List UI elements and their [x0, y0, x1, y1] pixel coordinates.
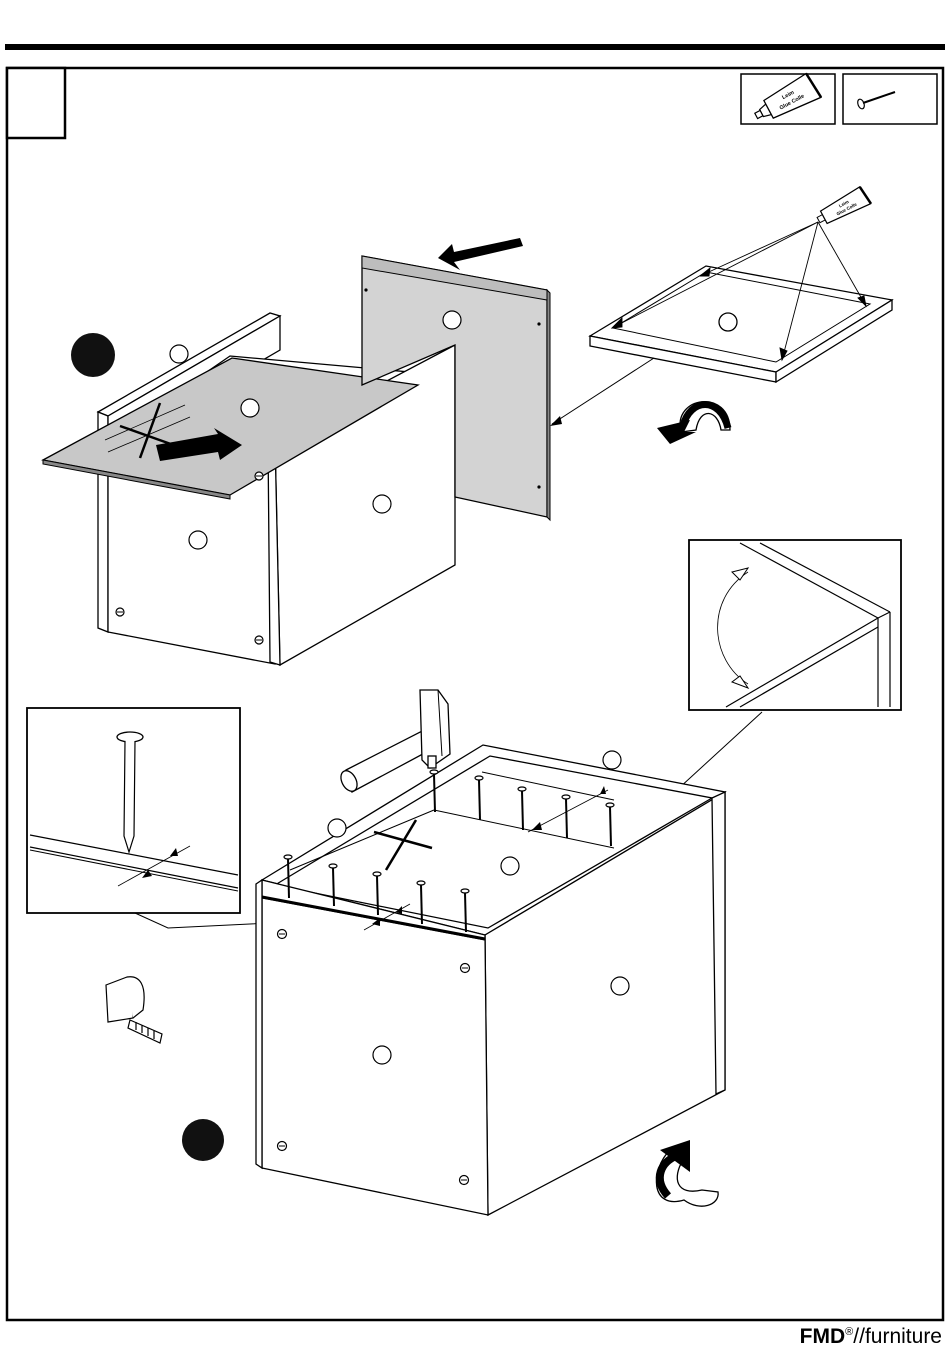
parts-box-nail	[843, 74, 937, 124]
slide-arrow-icon	[438, 238, 523, 270]
brand-separator: //	[853, 1325, 865, 1348]
stage-2-marker-icon	[182, 1119, 224, 1161]
nail-position-detail-icon	[27, 708, 240, 913]
stage2-cabinet	[256, 745, 725, 1215]
step-number-box	[7, 68, 65, 138]
measuring-tape-icon	[106, 977, 162, 1043]
glue-tube-apply-icon: Leim Glue Colle	[814, 186, 871, 229]
rotate-up-arrow-icon	[656, 1140, 718, 1206]
brand-suffix: furniture	[865, 1325, 942, 1348]
stage1-glue-frame	[590, 266, 892, 382]
brand-name: FMD	[800, 1325, 846, 1348]
corner-angle-detail-icon	[689, 540, 901, 710]
stage-1-marker-icon	[71, 333, 115, 377]
brand-logo: FMD®//furniture	[800, 1325, 942, 1349]
rotate-arrow-icon	[657, 402, 730, 444]
header-rule	[5, 44, 945, 50]
leader-line-icon	[550, 358, 654, 426]
parts-box-glue: Leim Glue Colle	[741, 73, 835, 129]
